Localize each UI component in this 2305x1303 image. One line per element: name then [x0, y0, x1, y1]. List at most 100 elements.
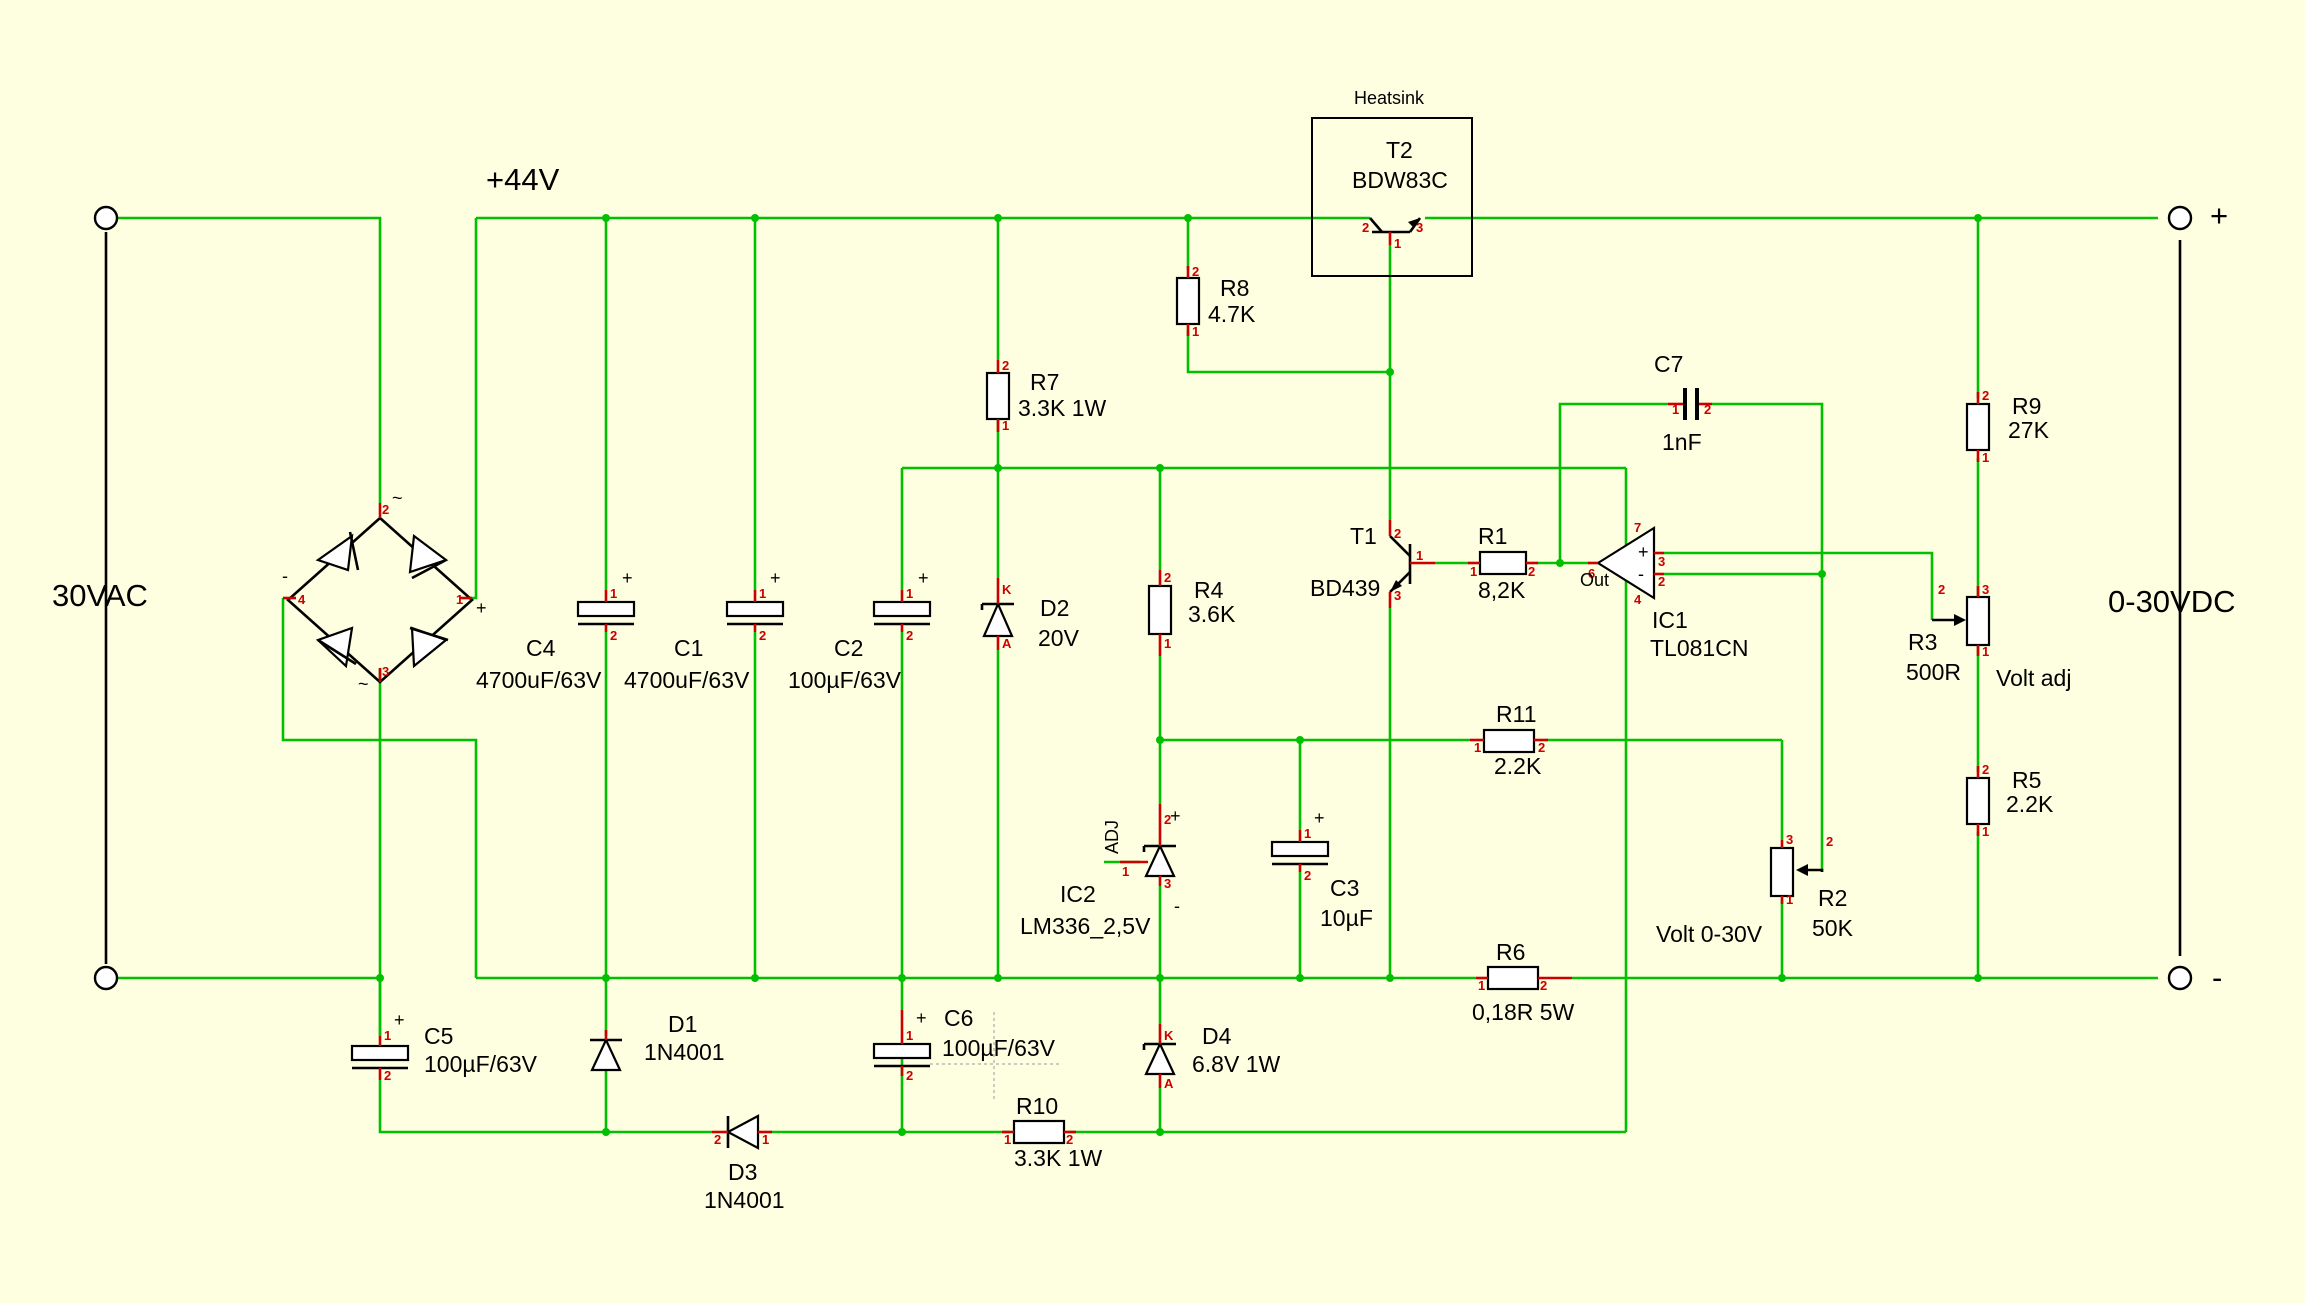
svg-text:1: 1 [1982, 824, 1989, 839]
svg-text:3: 3 [1416, 220, 1423, 235]
svg-text:2: 2 [1704, 402, 1711, 417]
svg-text:1: 1 [762, 1132, 769, 1147]
svg-text:1: 1 [384, 1028, 391, 1043]
r2-value: 50K [1812, 915, 1854, 941]
svg-text:1: 1 [1122, 864, 1129, 879]
r3-note: Volt adj [1996, 665, 2071, 691]
heatsink-label: Heatsink [1354, 88, 1425, 108]
svg-text:1: 1 [1982, 644, 1989, 659]
svg-text:+: + [1638, 542, 1649, 562]
svg-text:3: 3 [382, 664, 389, 679]
capacitor-c6: + 12 C6 100µF/63V [872, 1005, 1060, 1100]
svg-text:1: 1 [1394, 236, 1401, 251]
svg-text:2: 2 [1394, 526, 1401, 541]
svg-text:2: 2 [1938, 582, 1945, 597]
ic2-adj: ADJ [1102, 820, 1122, 854]
svg-text:A: A [1002, 636, 1012, 651]
wires [115, 216, 2158, 1134]
ic1-out: Out [1580, 570, 1609, 590]
svg-text:4: 4 [298, 592, 306, 607]
c4-value: 4700uF/63V [476, 667, 602, 693]
svg-text:1: 1 [906, 586, 913, 601]
t2-value: BDW83C [1352, 167, 1448, 193]
svg-text:1: 1 [1164, 636, 1171, 651]
ic1-value: TL081CN [1650, 635, 1748, 661]
svg-text:2: 2 [1304, 868, 1311, 883]
r4-value: 3.6K [1188, 601, 1236, 627]
svg-text:2: 2 [759, 628, 766, 643]
r9-value: 27K [2008, 417, 2050, 443]
svg-text:1: 1 [1470, 564, 1477, 579]
svg-text:7: 7 [1634, 520, 1641, 535]
c6-ref: C6 [944, 1005, 973, 1031]
svg-text:3: 3 [1164, 876, 1171, 891]
c3-value: 10µF [1320, 905, 1373, 931]
ac-terminal-bottom [93, 965, 119, 991]
transistor-t1: 231 T1 BD439 [1310, 520, 1435, 608]
c4-ref: C4 [526, 635, 556, 661]
r3-ref: R3 [1908, 629, 1937, 655]
svg-text:1: 1 [1004, 1132, 1011, 1147]
svg-text:1: 1 [906, 1028, 913, 1043]
svg-text:+: + [476, 598, 487, 618]
svg-text:1: 1 [1982, 450, 1989, 465]
svg-text:4: 4 [1634, 592, 1642, 607]
svg-text:3: 3 [1982, 582, 1989, 597]
svg-text:2: 2 [382, 502, 389, 517]
svg-text:1: 1 [610, 586, 617, 601]
bridge-rectifier: 2 3 4 1 ~ ~ - + [282, 488, 487, 694]
ac-input-label: 30VAC [52, 578, 148, 613]
d2-value: 20V [1038, 625, 1080, 651]
capacitor-c1: + 12 C1 4700uF/63V [624, 568, 785, 693]
svg-text:2: 2 [1826, 834, 1833, 849]
r9-ref: R9 [2012, 393, 2041, 419]
svg-text:2: 2 [1164, 570, 1171, 585]
svg-text:2: 2 [1658, 574, 1665, 589]
resistor-r9: 21 R9 27K [1965, 388, 2050, 465]
opamp-ic1: + - 6 3 2 7 4 Out IC1 TL081CN [1580, 520, 1748, 661]
dc-output-label: 0-30VDC [2108, 584, 2236, 619]
svg-text:1: 1 [1304, 826, 1311, 841]
r8-value: 4.7K [1208, 301, 1256, 327]
svg-text:K: K [1164, 1028, 1174, 1043]
capacitor-c2: + 12 C2 100µF/63V [788, 568, 932, 693]
d2-ref: D2 [1040, 595, 1069, 621]
resistor-r8: 21 R8 4.7K [1175, 264, 1256, 339]
r11-value: 2.2K [1494, 753, 1542, 779]
svg-text:2: 2 [714, 1132, 721, 1147]
svg-text:2: 2 [1362, 220, 1369, 235]
dc-terminal-minus [2167, 965, 2193, 991]
svg-text:~: ~ [358, 674, 369, 694]
r2-note: Volt 0-30V [1656, 921, 1763, 947]
c2-ref: C2 [834, 635, 863, 661]
svg-text:~: ~ [392, 488, 403, 508]
svg-text:2: 2 [1164, 812, 1171, 827]
svg-text:-: - [282, 566, 288, 586]
ic2-value: LM336_2,5V [1020, 913, 1151, 939]
diode-d1: D1 1N4001 [590, 1011, 725, 1072]
svg-text:1: 1 [1192, 324, 1199, 339]
d1-value: 1N4001 [644, 1039, 725, 1065]
svg-text:1: 1 [759, 586, 766, 601]
ic2-ref: IC2 [1060, 881, 1096, 907]
junctions [376, 214, 1982, 1136]
r2-ref: R2 [1818, 885, 1847, 911]
minus-label: - [2212, 960, 2222, 995]
svg-text:1: 1 [1002, 418, 1009, 433]
resistor-r5: 21 R5 2.2K [1965, 762, 2054, 839]
svg-text:+: + [916, 1008, 927, 1028]
c5-value: 100µF/63V [424, 1051, 538, 1077]
rail-label: +44V [486, 162, 560, 197]
zener-diode-d4: KA D4 6.8V 1W [1142, 1023, 1280, 1091]
svg-text:-: - [1638, 564, 1644, 584]
c1-value: 4700uF/63V [624, 667, 750, 693]
d1-ref: D1 [668, 1011, 697, 1037]
output-terminals: + - 0-30VDC [2108, 198, 2236, 995]
